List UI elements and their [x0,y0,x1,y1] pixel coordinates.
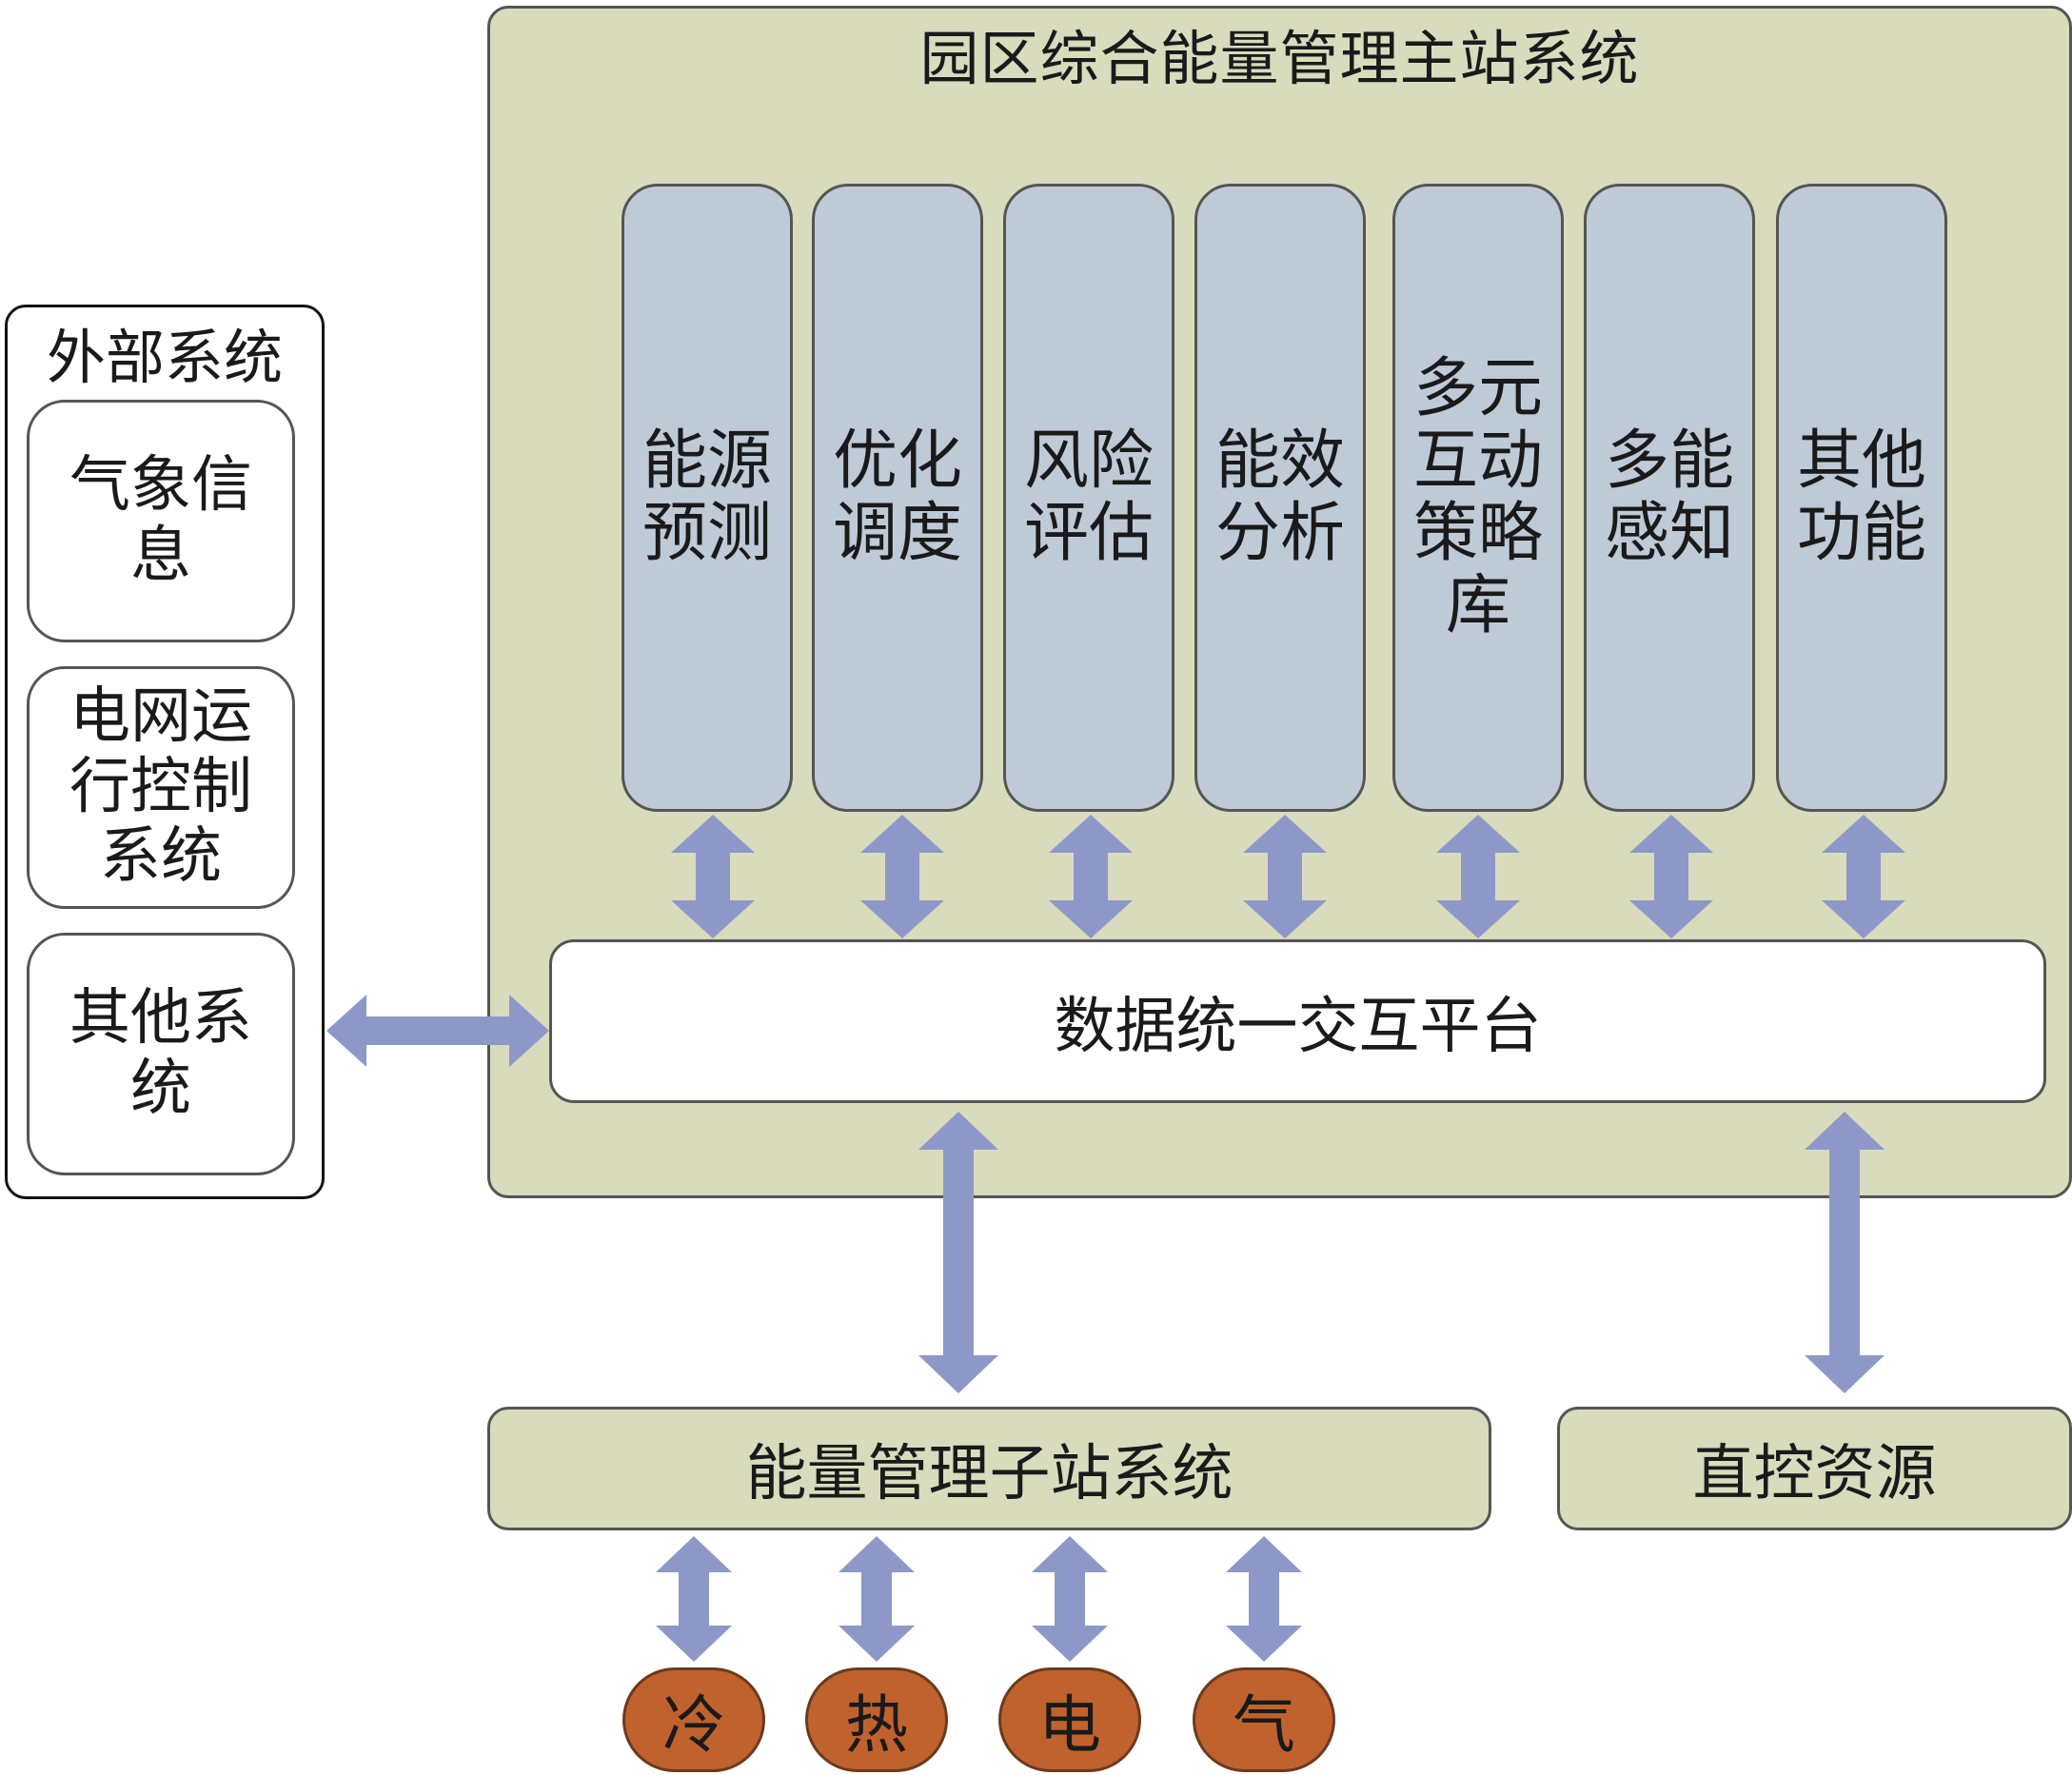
module-label: 优化调度 [832,423,962,571]
energy-cooling: 冷 [622,1667,765,1772]
external-system-title: 外部系统 [46,323,283,392]
data-interaction-platform: 数据统一交互平台 [549,939,2046,1103]
module-other-functions: 其他功能 [1776,184,1947,812]
energy-gas: 气 [1193,1667,1335,1772]
external-item-label: 其他系统 [69,982,252,1124]
arrow-energy-gas [1226,1536,1302,1662]
external-item-grid-control: 电网运行控制系统 [27,666,295,909]
module-label: 能效分析 [1214,423,1345,571]
module-label: 多能感知 [1604,423,1734,571]
energy-substation-system: 能量管理子站系统 [487,1407,1491,1530]
module-risk-assessment: 风险评估 [1003,184,1174,812]
module-energy-forecast: 能源预测 [622,184,793,812]
external-item-label: 电网运行控制系统 [69,681,252,893]
module-label: 风险评估 [1023,423,1154,571]
energy-heating: 热 [805,1667,948,1772]
module-multi-energy-sensing: 多能感知 [1584,184,1755,812]
arrow-energy-cooling [656,1536,732,1662]
module-label: 其他功能 [1796,423,1926,571]
main-station-title: 园区综合能量管理主站系统 [919,24,1640,93]
module-optimal-dispatch: 优化调度 [812,184,983,812]
module-efficiency-analysis: 能效分析 [1194,184,1366,812]
arrow-energy-heating [839,1536,915,1662]
module-label: 能源预测 [641,423,772,571]
module-interaction-strategy-library: 多元互动策略库 [1392,184,1564,812]
external-item-other-systems: 其他系统 [27,933,295,1175]
external-item-weather: 气象信息 [27,400,295,642]
direct-control-resources: 直控资源 [1557,1407,2072,1530]
arrow-energy-electricity [1032,1536,1108,1662]
module-label: 多元互动策略库 [1412,350,1543,644]
energy-electricity: 电 [998,1667,1141,1772]
external-item-label: 气象信息 [69,449,252,591]
